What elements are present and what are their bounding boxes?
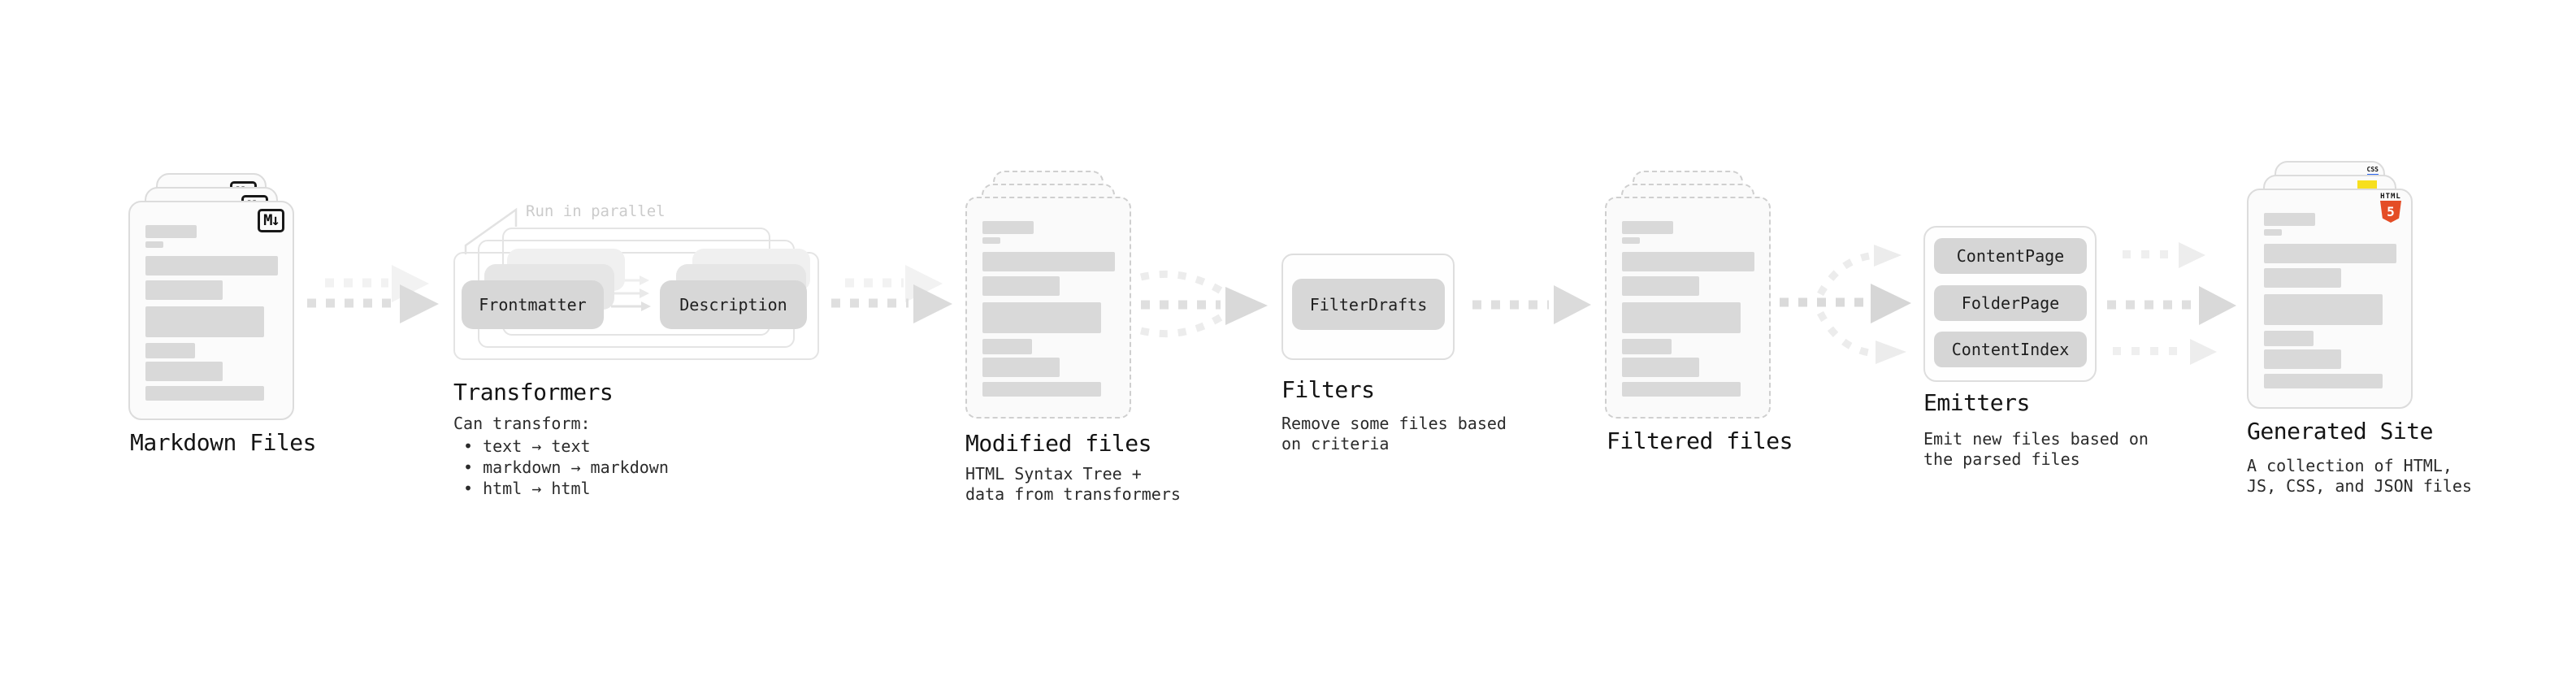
parallel-note-connector (464, 207, 518, 254)
file-content-placeholder (130, 202, 293, 419)
folderpage-pill: FolderPage (1934, 285, 2087, 321)
can-transform-heading: Can transform: (453, 414, 591, 433)
arrow-emitters-to-generated (2107, 242, 2236, 365)
transformers-title: Transformers (453, 379, 614, 406)
text-line-placeholder (1622, 339, 1672, 354)
html5-icon-word: HTML (2380, 193, 2401, 201)
text-line-placeholder (1622, 252, 1754, 271)
contentpage-pill: ContentPage (1934, 238, 2087, 274)
text-line-placeholder (2264, 294, 2383, 325)
text-line-placeholder (2264, 244, 2396, 263)
text-line-placeholder (1622, 237, 1640, 244)
contentindex-pill: ContentIndex (1934, 332, 2087, 367)
text-line-placeholder (145, 306, 264, 337)
text-line-placeholder (982, 276, 1060, 296)
transform-bullet: text → text (463, 436, 669, 457)
arrow-modified-to-filters-fanin (1139, 270, 1268, 338)
text-line-placeholder (2264, 374, 2383, 388)
text-line-placeholder (1622, 302, 1741, 333)
text-line-placeholder (982, 382, 1101, 397)
text-line-placeholder (2264, 331, 2314, 346)
filterdrafts-pill: FilterDrafts (1292, 279, 1445, 330)
generated-file-card-html: HTML 5 (2247, 189, 2413, 409)
text-line-placeholder (982, 358, 1060, 377)
filters-description: Remove some files based on criteria (1281, 414, 1507, 453)
parallel-arrows-icon (611, 275, 651, 311)
description-pill: Description (660, 280, 807, 329)
frontmatter-pill: Frontmatter (462, 280, 604, 329)
modified-file-card-front (965, 197, 1131, 419)
arrow-markdown-to-transformers (307, 265, 439, 323)
emitters-description: Emit new files based on the parsed files (1923, 429, 2149, 469)
text-line-placeholder (1622, 382, 1741, 397)
text-line-placeholder (145, 386, 264, 401)
text-line-placeholder (2264, 349, 2341, 369)
run-in-parallel-note: Run in parallel (526, 202, 666, 220)
modified-files-description: HTML Syntax Tree + data from transformer… (965, 464, 1181, 504)
modified-files-title: Modified files (965, 430, 1152, 457)
generated-site-description: A collection of HTML, JS, CSS, and JSON … (2247, 456, 2472, 496)
filtered-files-title: Filtered files (1607, 427, 1793, 454)
text-line-placeholder (1622, 276, 1699, 296)
arrow-filtered-to-emitters-fanout (1780, 245, 1911, 364)
file-content-placeholder (967, 198, 1130, 417)
text-line-placeholder (145, 241, 163, 248)
html5-icon: HTML 5 (2380, 193, 2401, 223)
filtered-file-card-front (1605, 197, 1771, 419)
transform-bullet: markdown → markdown (463, 457, 669, 478)
text-line-placeholder (982, 302, 1101, 333)
generated-site-title: Generated Site (2247, 418, 2434, 445)
markdown-file-card-front: M↓ (128, 201, 294, 420)
text-line-placeholder (982, 339, 1032, 354)
text-line-placeholder (145, 256, 278, 275)
emitters-title: Emitters (1923, 389, 2030, 416)
text-line-placeholder (982, 237, 1000, 244)
arrow-transformers-to-modified (831, 265, 952, 323)
markdown-files-title: Markdown Files (130, 429, 317, 456)
text-line-placeholder (1622, 221, 1673, 234)
text-line-placeholder (145, 225, 197, 238)
transformer-frame-front (453, 252, 819, 360)
text-line-placeholder (145, 362, 223, 381)
file-content-placeholder (2249, 190, 2411, 407)
filters-title: Filters (1281, 376, 1375, 403)
arrow-filters-to-filtered (1472, 285, 1591, 324)
text-line-placeholder (145, 280, 223, 300)
transform-bullet: html → html (463, 478, 669, 499)
file-content-placeholder (1607, 198, 1769, 417)
text-line-placeholder (2264, 268, 2341, 288)
text-line-placeholder (145, 343, 195, 358)
text-line-placeholder (1622, 358, 1699, 377)
text-line-placeholder (982, 221, 1034, 234)
text-line-placeholder (982, 252, 1115, 271)
markdown-icon: M↓ (258, 209, 284, 232)
transform-bullet-list: text → text markdown → markdown html → h… (463, 436, 669, 499)
text-line-placeholder (2264, 229, 2282, 236)
text-line-placeholder (2264, 213, 2315, 226)
